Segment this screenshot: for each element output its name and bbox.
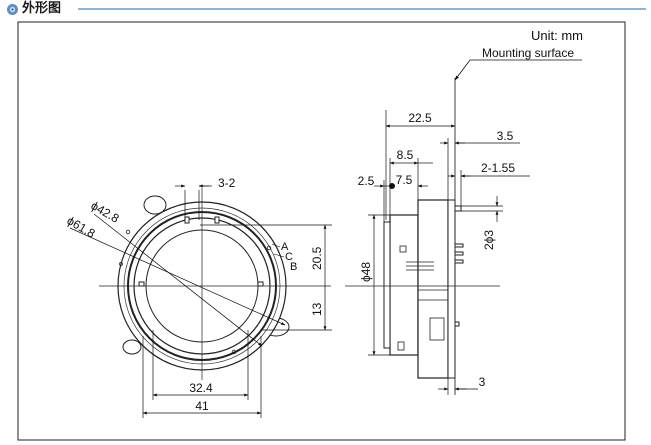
dim-20-5: 20.5 [310,246,324,270]
dim-2-5: 2.5 [358,174,375,188]
dim-3-5-lines [440,138,520,200]
dim-2-phi-3: 2ϕ3 [482,230,496,250]
label-a: A [281,241,289,253]
mounting-ear-top-left [143,195,167,215]
dim-2-1-55: 2-1.55 [481,161,515,175]
abc-leaders [271,243,285,258]
dim-dot-marker [389,183,395,189]
flange-hole-2 [266,245,272,251]
terminal-pins [454,205,464,327]
dim-3-2-lines [175,184,212,220]
flange-hole-3 [231,349,237,355]
section-title: 外形图 [22,1,62,16]
dim-phi-48: ϕ48 [359,262,373,282]
housing-body [417,199,449,379]
dim-2-phi-3-lines [461,196,503,222]
section-header: 外形图 [0,0,651,20]
knob-side-body [389,214,419,356]
label-c: C [285,251,293,263]
blue-gear-bullet-icon [7,4,18,15]
drawing-frame [17,21,626,441]
label-b: B [290,261,297,273]
dim-41: 41 [195,399,209,413]
dim-3-bottom: 3 [479,375,486,389]
dim-right-lines [200,224,332,331]
front-center-lines [99,188,331,380]
dim-3-2: 3-2 [218,176,236,190]
dim-bottom-lines [142,330,262,418]
unit-label: Unit: mm [531,28,583,43]
mounting-surface-leader [454,59,582,81]
flange-hole-4 [119,262,123,266]
housing-details [397,245,448,351]
dim-22-5-lines [385,110,456,220]
dim-32-4: 32.4 [189,381,213,395]
side-view: ϕ48 22.5 3.5 8.5 [345,78,530,395]
header-divider [78,8,646,10]
dim-3-bottom-lines [438,378,478,395]
knob-side-cap [383,221,391,349]
dim-8-5: 8.5 [397,148,414,162]
bezel-notches [138,216,264,287]
dim-phi-42-8: ϕ42.8 [89,198,122,225]
dim-22-5: 22.5 [408,111,432,125]
mounting-surface-label: Mounting surface [482,46,574,60]
flange-hole-1 [125,229,131,235]
diameter-leaders [69,213,286,347]
front-view: ϕ42.8 ϕ61.8 3-2 A C B 20.5 13 [65,176,332,418]
housing-flange [447,199,456,379]
dim-13: 13 [310,302,324,316]
dim-2-5-7-5-lines [374,180,428,222]
dim-3-5: 3.5 [497,129,514,143]
dim-2-1-55-lines [448,170,530,206]
mounting-ear-bottom-left [122,339,142,355]
dim-7-5: 7.5 [396,173,413,187]
dim-phi-61-8: ϕ61.8 [65,213,98,240]
